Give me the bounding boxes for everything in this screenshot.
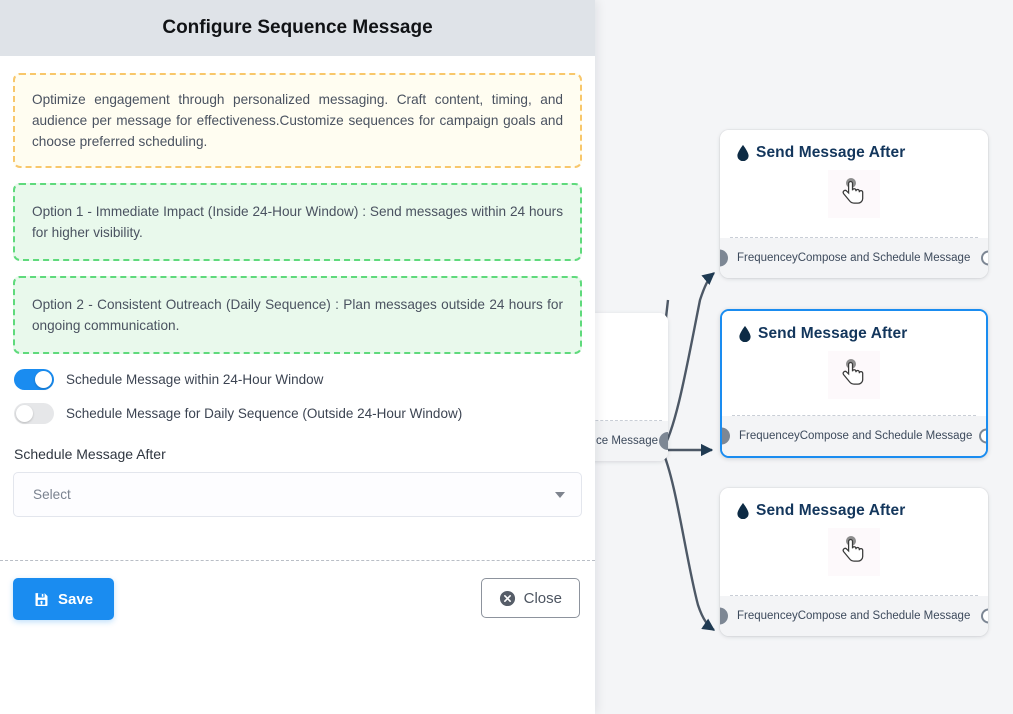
node-divider [732, 415, 976, 416]
toggle-knob [16, 405, 33, 423]
schedule-message-after-select[interactable]: Select [13, 472, 582, 518]
select-value: Select [33, 487, 71, 503]
node-input-label: Frequencey [737, 252, 798, 264]
output-port[interactable] [979, 428, 986, 444]
node-footer: Frequencey Compose and Schedule Message [720, 596, 988, 636]
node-thumbnail [828, 351, 880, 399]
node-divider [730, 595, 978, 596]
input-port[interactable] [722, 427, 730, 445]
configure-sequence-message-dialog: Configure Sequence Message Optimize enga… [0, 0, 595, 714]
node-title-row: Send Message After [722, 325, 986, 343]
close-button-label: Close [523, 589, 562, 607]
node-title-text: Send Message After [758, 325, 908, 342]
output-port[interactable] [659, 432, 668, 450]
schedule-message-after-label: Schedule Message After [14, 446, 166, 463]
toggle-schedule-daily-sequence[interactable] [14, 403, 54, 425]
dialog-footer: Save Close [0, 560, 595, 714]
chevron-down-icon [555, 491, 565, 498]
close-button[interactable]: Close [480, 578, 580, 618]
edge-to-node-1 [661, 272, 715, 451]
node-input-label: Frequencey [737, 610, 798, 622]
edge-to-node-3 [660, 449, 716, 631]
page-title: Configure Sequence Message [162, 17, 433, 38]
input-port[interactable] [720, 249, 728, 267]
flow-node-send-message-after-3[interactable]: Send Message After Frequencey Compose an… [720, 488, 988, 636]
save-button-label: Save [58, 590, 94, 608]
option-two-note: Option 2 - Consistent Outreach (Daily Se… [13, 276, 582, 355]
flow-node-send-message-after-2[interactable]: Send Message After Frequencey Compose an… [720, 309, 988, 458]
node-footer: Frequencey Compose and Schedule Message [720, 238, 988, 278]
dialog-header: Configure Sequence Message [0, 0, 595, 56]
node-title-text: Send Message After [756, 144, 906, 161]
node-partial-divider [566, 420, 662, 421]
hand-pointer-icon [842, 178, 864, 204]
droplet-icon [737, 503, 749, 519]
floppy-disk-icon [35, 592, 48, 606]
node-output-label: Compose and Schedule Message [799, 430, 973, 442]
node-output-label: Compose and Schedule Message [797, 610, 971, 622]
toggle-schedule-within-24h[interactable] [14, 369, 54, 391]
flow-node-send-message-after-1[interactable]: Send Message After Frequencey Compose an… [720, 130, 988, 278]
node-output-label: Compose and Schedule Message [797, 252, 971, 264]
node-title-row: Send Message After [720, 144, 988, 162]
toggle-label: Schedule Message for Daily Sequence (Out… [66, 406, 463, 422]
node-title-text: Send Message After [756, 502, 906, 519]
toggle-knob [35, 371, 52, 389]
output-port[interactable] [981, 608, 988, 624]
node-input-label: Frequencey [739, 430, 800, 442]
input-port[interactable] [720, 607, 728, 625]
hand-pointer-icon [842, 359, 864, 385]
dialog-body: Optimize engagement through personalized… [0, 56, 595, 560]
save-button[interactable]: Save [13, 578, 115, 620]
node-body: Send Message After [722, 311, 986, 415]
node-divider [730, 237, 978, 238]
hand-pointer-icon [842, 536, 864, 562]
node-title-row: Send Message After [720, 502, 988, 520]
droplet-icon [739, 326, 751, 342]
info-note: Optimize engagement through personalized… [13, 73, 582, 169]
toggle-row-daily-sequence[interactable]: Schedule Message for Daily Sequence (Out… [14, 403, 582, 425]
droplet-icon [737, 145, 749, 161]
node-thumbnail [828, 170, 880, 218]
node-footer: Frequencey Compose and Schedule Message [722, 416, 986, 456]
node-body: Send Message After [720, 130, 988, 237]
close-circle-icon [499, 590, 515, 606]
toggle-row-within-24h[interactable]: Schedule Message within 24-Hour Window [14, 369, 582, 391]
toggle-label: Schedule Message within 24-Hour Window [66, 372, 324, 388]
output-port[interactable] [981, 250, 988, 266]
node-thumbnail [828, 528, 880, 576]
node-partial-output-label: ce Message [595, 435, 658, 447]
node-body: Send Message After [720, 488, 988, 595]
option-one-note: Option 1 - Immediate Impact (Inside 24-H… [13, 183, 582, 262]
